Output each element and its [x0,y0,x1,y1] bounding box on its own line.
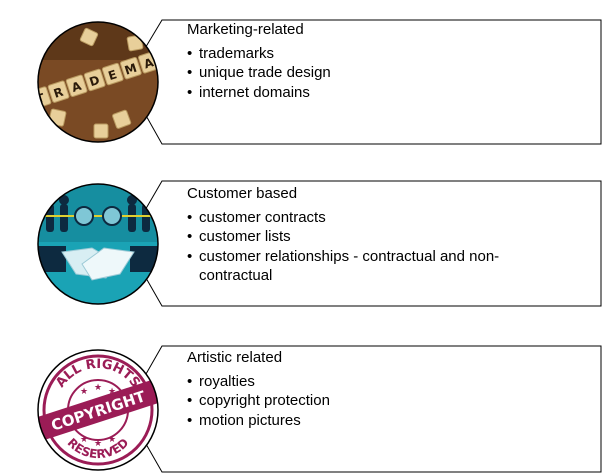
category-row-customer: Customer based customer contracts custom… [0,178,603,308]
trademark-tiles-icon: T R A D E M A R [36,21,159,143]
svg-text:★: ★ [94,383,102,393]
tile-letter: D [88,73,102,89]
list-item: customer lists [187,227,592,247]
list-item: customer relationships - contractual and… [187,247,539,286]
list-item: copyright protection [187,391,592,411]
svg-text:★: ★ [80,435,88,445]
tile-letter: E [107,67,119,83]
category-heading: Marketing-related [187,21,304,38]
tile-letter: T [36,90,47,106]
svg-text:★: ★ [80,387,88,397]
copyright-stamp-icon: ALL RIGHTS RESERVED COPYRIGHT ★ ★ ★ ★ ★ … [37,349,159,471]
tile-letter: M [123,61,139,78]
handshake-gears-icon [37,183,159,305]
category-item-list: customer contracts customer lists custom… [187,208,592,286]
category-text: Customer based customer contracts custom… [187,184,592,286]
svg-text:★: ★ [108,435,116,445]
list-item: royalties [187,372,592,392]
svg-text:★: ★ [94,439,102,449]
svg-text:★: ★ [108,387,116,397]
list-item: motion pictures [187,411,592,431]
category-text: Marketing-related trademarks unique trad… [187,20,592,102]
list-item: trademarks [187,44,592,64]
tile-letter: R [52,85,65,101]
list-item: customer contracts [187,208,592,228]
category-heading: Artistic related [187,349,283,366]
list-item: unique trade design [187,63,592,83]
category-item-list: royalties copyright protection motion pi… [187,372,592,431]
category-heading: Customer based [187,185,298,202]
list-item: internet domains [187,83,592,103]
category-text: Artistic related royalties copyright pro… [187,348,592,430]
category-row-marketing: T R A D E M A R Marketing-related tradem… [0,14,603,145]
category-item-list: trademarks unique trade design internet … [187,44,592,103]
category-row-artistic: ALL RIGHTS RESERVED COPYRIGHT ★ ★ ★ ★ ★ … [0,342,603,473]
